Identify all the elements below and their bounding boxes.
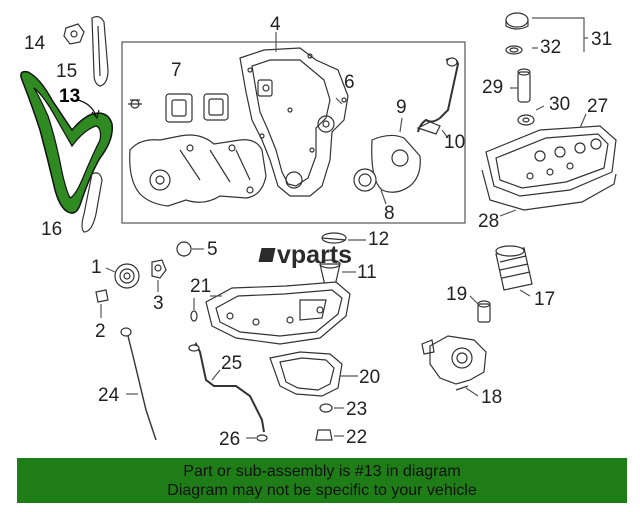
callout-28: 28 <box>478 211 500 232</box>
o-ring-part-5[interactable] <box>176 241 192 257</box>
callout-22: 22 <box>346 427 368 448</box>
filter-bracket-part-18[interactable] <box>421 335 487 391</box>
callout-3: 3 <box>153 293 164 314</box>
water-pump[interactable] <box>129 134 267 207</box>
part-notice-banner: Part or sub-assembly is #13 in diagram D… <box>17 458 627 503</box>
callout-8: 8 <box>384 203 395 224</box>
callout-4: 4 <box>270 14 281 35</box>
callout-12: 12 <box>368 229 390 250</box>
group-box <box>121 41 466 224</box>
oil-cap-part-31[interactable] <box>505 12 529 30</box>
o-ring-part-26[interactable] <box>256 434 268 442</box>
callout-27: 27 <box>587 96 609 117</box>
callout-31: 31 <box>591 29 613 50</box>
callout-10: 10 <box>444 132 466 153</box>
chain-slipper-part-16[interactable] <box>81 172 103 233</box>
callout-29: 29 <box>482 77 504 98</box>
callout-16: 16 <box>41 219 63 240</box>
washer-part-23[interactable] <box>319 403 333 413</box>
watermark-logo: vparts <box>258 240 353 270</box>
tube-part-10[interactable] <box>416 57 460 135</box>
bolt-part-2[interactable] <box>95 289 109 303</box>
chain-tensioner-part-14[interactable] <box>63 23 85 45</box>
banner-line-1: Part or sub-assembly is #13 in diagram <box>183 463 461 480</box>
dipstick-tube-part-25[interactable] <box>188 342 265 433</box>
chain-guide-part-15[interactable] <box>91 16 109 87</box>
union-bolt-part-19[interactable] <box>477 300 491 323</box>
banner-line-2: Diagram may not be specific to your vehi… <box>167 482 477 499</box>
gasket-part-32[interactable] <box>505 45 523 55</box>
callout-23: 23 <box>346 399 368 420</box>
grommet-part-30[interactable] <box>517 114 535 126</box>
callout-14: 14 <box>24 33 46 54</box>
callout-15: 15 <box>56 61 78 82</box>
callout-19: 19 <box>446 284 468 305</box>
timing-chain-part-13[interactable] <box>20 70 113 214</box>
callout-9: 9 <box>396 97 407 118</box>
callout-24: 24 <box>98 385 120 406</box>
callout-6: 6 <box>344 72 355 93</box>
callout-17: 17 <box>534 289 556 310</box>
crank-pulley-part-1[interactable] <box>114 263 140 289</box>
oil-filter-part-17[interactable] <box>495 245 533 291</box>
logo-text: vparts <box>277 240 353 269</box>
strainer-part-12[interactable] <box>321 232 347 244</box>
gasket-part-7[interactable] <box>128 93 229 123</box>
callout-21: 21 <box>190 276 212 297</box>
drain-plug-part-22[interactable] <box>315 429 333 441</box>
timing-cover-part-4[interactable] <box>239 47 349 197</box>
callout-30: 30 <box>549 94 571 115</box>
oil-pan-lower-part-20[interactable] <box>269 351 343 397</box>
callout-1: 1 <box>91 257 102 278</box>
breather-part-29[interactable] <box>517 68 531 103</box>
seal-part-8[interactable] <box>353 168 377 192</box>
callout-11: 11 <box>357 262 377 283</box>
callout-26: 26 <box>219 429 241 450</box>
oil-pan-upper-part-21[interactable] <box>205 281 351 345</box>
callout-32: 32 <box>540 37 562 58</box>
oil-pump-part-9[interactable] <box>371 134 421 193</box>
sensor-part-3[interactable] <box>151 259 167 279</box>
valve-cover-part-27[interactable] <box>481 125 617 211</box>
callout-25: 25 <box>221 353 243 374</box>
callout-5: 5 <box>207 239 218 260</box>
callout-18: 18 <box>481 387 503 408</box>
callout-2: 2 <box>95 321 106 342</box>
dipstick-part-24[interactable] <box>120 327 157 441</box>
logo-mark <box>258 248 276 262</box>
callout-13[interactable]: 13 <box>59 86 81 107</box>
callout-7: 7 <box>171 60 182 81</box>
callout-20: 20 <box>359 367 381 388</box>
